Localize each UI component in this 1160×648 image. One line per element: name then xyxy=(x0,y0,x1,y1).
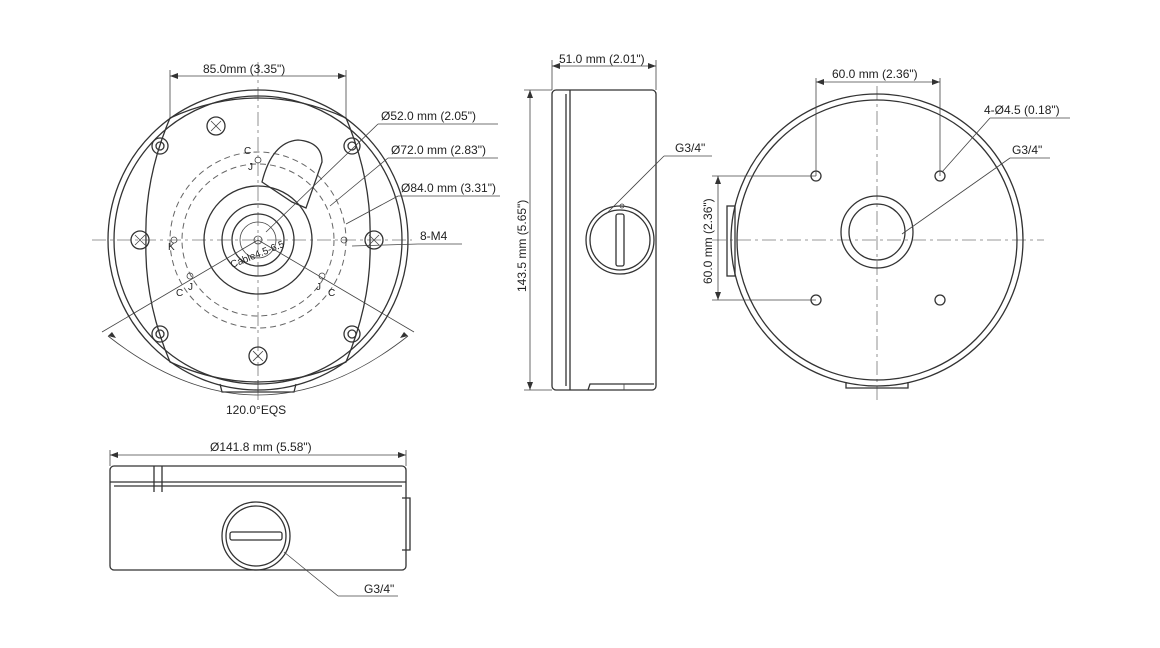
dim-m4: 8-M4 xyxy=(420,229,448,243)
outer-rim xyxy=(730,93,1024,387)
port-label: G3/4" xyxy=(364,582,394,596)
hole-mark: K xyxy=(168,242,175,253)
cross-screw-icon xyxy=(130,116,384,366)
hole-mark: J xyxy=(316,282,321,293)
side-view-horizontal: Ø141.8 mm (5.58") G3/4" xyxy=(109,440,411,597)
dim-depth: 51.0 mm (2.01") xyxy=(559,52,645,66)
hole-mark: J xyxy=(188,282,193,293)
side-view-vertical: 51.0 mm (2.01") 143.5 mm (5.65") G3/4" xyxy=(515,52,712,391)
port-label: G3/4" xyxy=(675,141,705,155)
port-g34-icon xyxy=(221,501,291,571)
port-label: G3/4" xyxy=(1012,143,1042,157)
dim-d84: Ø84.0 mm (3.31") xyxy=(401,181,496,195)
dim-d72: Ø72.0 mm (2.83") xyxy=(391,143,486,157)
dim-hole-spacing-h: 60.0 mm (2.36") xyxy=(832,67,918,81)
port-g34-icon xyxy=(585,205,655,275)
dim-height: 143.5 mm (5.65") xyxy=(515,200,529,292)
dim-d52: Ø52.0 mm (2.05") xyxy=(381,109,476,123)
top-view: 60.0 mm (2.36") 60.0 mm (2.36") 4-Ø4.5 (… xyxy=(701,67,1070,400)
dim-diameter: Ø141.8 mm (5.58") xyxy=(210,440,312,454)
angle-label: 120.0°EQS xyxy=(226,403,286,417)
dim-mount-width: 85.0mm (3.35") xyxy=(203,62,285,76)
hole-mark: C xyxy=(176,288,183,299)
hole-mark: C xyxy=(244,146,251,157)
hole-mark: J xyxy=(248,162,253,173)
mounting-hole-icon xyxy=(810,170,946,306)
dim-hole-spacing-v: 60.0 mm (2.36") xyxy=(701,198,715,284)
hole-mark: C xyxy=(328,288,335,299)
dim-holes: 4-Ø4.5 (0.18") xyxy=(984,103,1060,117)
bottom-view: C J K C J C J Cable4.5-6.5 85.0mm (3.35"… xyxy=(92,62,500,417)
